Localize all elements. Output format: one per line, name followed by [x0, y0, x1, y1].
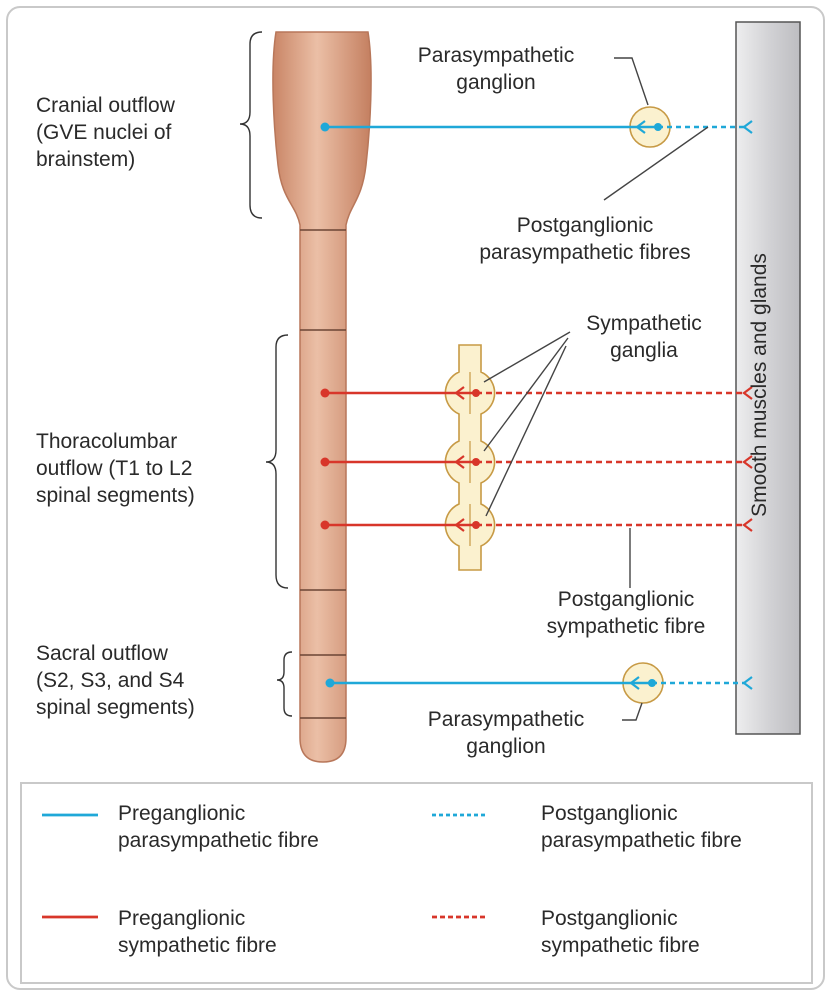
label-line: Preganglionic: [118, 800, 319, 827]
label-line: parasympathetic fibre: [541, 827, 742, 854]
label-line: Preganglionic: [118, 905, 277, 932]
label-line: Postganglionic: [541, 800, 742, 827]
label-line: parasympathetic fibre: [118, 827, 319, 854]
legend-label-pre-para: Preganglionic parasympathetic fibre: [118, 800, 319, 854]
legend-label-post-symp: Postganglionic sympathetic fibre: [541, 905, 700, 959]
label-line: sympathetic fibre: [118, 932, 277, 959]
legend-label-pre-symp: Preganglionic sympathetic fibre: [118, 905, 277, 959]
label-line: sympathetic fibre: [541, 932, 700, 959]
label-line: Postganglionic: [541, 905, 700, 932]
legend-label-post-para: Postganglionic parasympathetic fibre: [541, 800, 742, 854]
